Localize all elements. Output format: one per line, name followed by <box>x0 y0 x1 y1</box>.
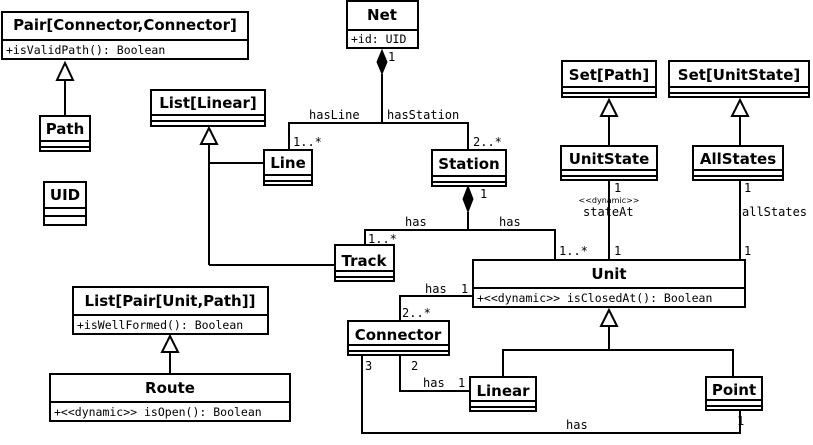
class-name: Net <box>367 6 397 24</box>
class-linear[interactable]: Linear <box>469 376 537 412</box>
label-has-unit: has <box>499 215 521 229</box>
class-name: UnitState <box>569 150 650 168</box>
class-pair-connector-connector[interactable]: Pair[Connector,Connector] +isValidPath()… <box>1 11 249 60</box>
class-name: Set[UnitState] <box>678 66 800 84</box>
class-name: Track <box>342 252 388 270</box>
method-isclosedat: +<<dynamic>> isClosedAt(): Boolean <box>477 291 712 305</box>
stereotype-dynamic: <<dynamic>> <box>578 196 639 205</box>
class-station[interactable]: Station <box>431 149 507 187</box>
class-name: UID <box>50 186 80 204</box>
class-line[interactable]: Line <box>263 149 313 186</box>
class-connector[interactable]: Connector <box>347 320 450 356</box>
class-route[interactable]: Route +<<dynamic>> isOpen(): Boolean <box>49 373 291 422</box>
class-list-linear[interactable]: List[Linear] <box>150 89 266 127</box>
unit-subclass-generalization <box>502 307 734 377</box>
class-path[interactable]: Path <box>39 115 91 152</box>
class-name: Line <box>270 154 306 172</box>
list-linear-generalization <box>199 125 335 266</box>
class-name: List[Pair[Unit,Path]] <box>85 292 256 310</box>
class-name: Unit <box>591 265 626 283</box>
method-isopen: +<<dynamic>> isOpen(): Boolean <box>54 405 262 419</box>
class-allstates[interactable]: AllStates <box>692 145 784 181</box>
station-composition <box>364 184 556 260</box>
class-name: Route <box>145 379 195 397</box>
class-name: Set[Path] <box>569 66 649 84</box>
mult-unit-connector: 1 <box>461 282 468 296</box>
mult-line: 1..* <box>293 135 322 149</box>
route-listpair-generalization <box>160 333 180 374</box>
class-net[interactable]: Net +id: UID <box>346 0 419 49</box>
label-state-at: stateAt <box>583 205 634 219</box>
mult-station-one: 1 <box>480 187 487 201</box>
net-composition <box>288 48 469 150</box>
class-name: Connector <box>355 326 442 344</box>
unitstate-setpath-generalization <box>599 97 619 146</box>
mult-linear: 1 <box>458 376 465 390</box>
mult-unit-stateat: 1 <box>614 244 621 258</box>
class-name: AllStates <box>700 150 776 168</box>
method-iswellformed: +isWellFormed(): Boolean <box>77 318 243 332</box>
unit-connector-association <box>399 295 473 321</box>
class-list-pair-unit-path[interactable]: List[Pair[Unit,Path]] +isWellFormed(): B… <box>72 286 269 335</box>
class-name: Linear <box>476 382 530 400</box>
mult-connector-two: 2 <box>411 359 418 373</box>
label-has-track: has <box>405 215 427 229</box>
attribute-id: +id: UID <box>351 32 406 46</box>
label-has-connector: has <box>425 282 447 296</box>
label-all-states: allStates <box>742 205 807 219</box>
class-point[interactable]: Point <box>705 376 763 411</box>
mult-unit-allstates: 1 <box>744 244 751 258</box>
path-pair-generalization <box>55 60 75 116</box>
mult-connector-three: 3 <box>365 359 372 373</box>
mult-point: 1 <box>737 414 744 428</box>
class-set-path[interactable]: Set[Path] <box>561 60 657 98</box>
mult-unitstate: 1 <box>614 181 621 195</box>
class-name: List[Linear] <box>159 94 257 112</box>
mult-net: 1 <box>388 50 395 64</box>
label-has-point: has <box>566 418 588 432</box>
connector-point-association <box>361 355 741 434</box>
label-has-station: hasStation <box>387 108 459 122</box>
class-name: Pair[Connector,Connector] <box>13 16 237 34</box>
class-name: Point <box>712 381 756 399</box>
class-uid[interactable]: UID <box>43 181 87 226</box>
method-isvalidpath: +isValidPath(): Boolean <box>6 43 165 57</box>
mult-allstates: 1 <box>744 181 751 195</box>
mult-track: 1..* <box>368 232 397 246</box>
class-track[interactable]: Track <box>334 244 395 282</box>
class-unitstate[interactable]: UnitState <box>560 145 658 181</box>
label-has-linear: has <box>423 376 445 390</box>
label-has-line: hasLine <box>309 108 360 122</box>
mult-unit-station: 1..* <box>559 244 588 258</box>
class-unit[interactable]: Unit +<<dynamic>> isClosedAt(): Boolean <box>472 259 746 308</box>
class-set-unitstate[interactable]: Set[UnitState] <box>668 60 810 98</box>
mult-connector: 2..* <box>402 306 431 320</box>
allstates-setunitstate-generalization <box>730 97 750 146</box>
class-name: Path <box>46 120 85 138</box>
connector-linear-association <box>399 355 470 392</box>
mult-station: 2..* <box>473 135 502 149</box>
class-name: Station <box>438 155 499 173</box>
